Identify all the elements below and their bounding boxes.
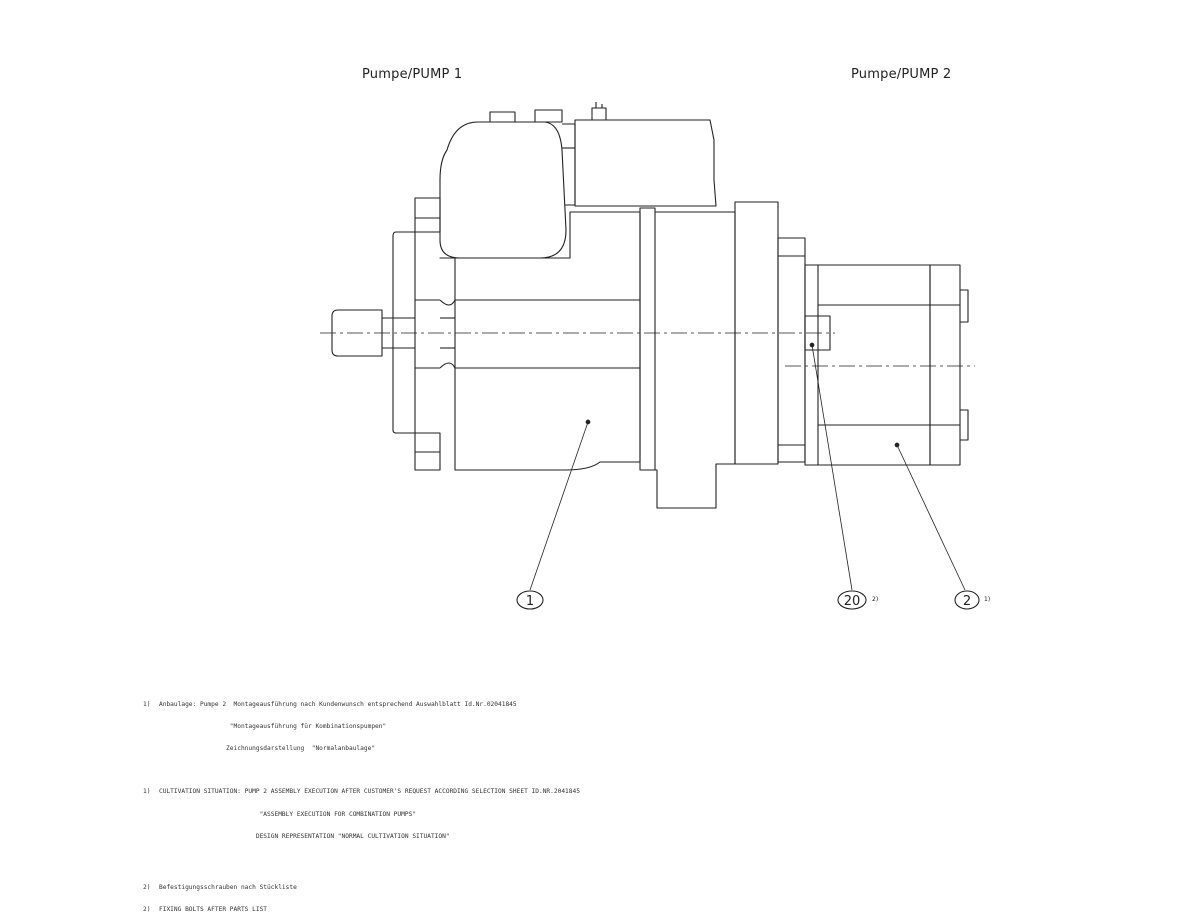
balloon-20: 20 2) <box>837 590 878 610</box>
controller-housing <box>439 102 717 259</box>
leader-lines <box>529 344 966 591</box>
balloon-1-text: 1 <box>526 594 534 609</box>
pump1-body <box>415 211 641 471</box>
note-text: Anbaulage: Pumpe 2 Montageausführung nac… <box>159 700 517 708</box>
note-number: 2) <box>143 883 151 891</box>
footnotes: 1) Anbaulage: Pumpe 2 Montageausführung … <box>143 686 580 921</box>
note-1-en-line2: "ASSEMBLY EXECUTION FOR COMBINATION PUMP… <box>143 811 580 818</box>
leader-dot-20 <box>809 342 815 348</box>
pump-assembly-drawing: 1 20 2) 2 1) <box>320 102 990 610</box>
note-text: "Montageausführung für Kombinationspumpe… <box>159 723 387 731</box>
note-text: "ASSEMBLY EXECUTION FOR COMBINATION PUMP… <box>159 810 417 818</box>
leader-dot-1 <box>585 419 591 425</box>
balloon-20-footnote: 2) <box>872 596 878 603</box>
note-text: Zeichnungsdarstellung "Normalanbaulage" <box>159 745 376 753</box>
note-number: 1) <box>143 700 151 708</box>
note-number: 1) <box>143 788 151 796</box>
balloon-2: 2 1) <box>954 590 990 610</box>
note-1-de: 1) Anbaulage: Pumpe 2 Montageausführung … <box>143 701 580 708</box>
note-2-de: 2) Befestigungsschrauben nach Stückliste <box>143 884 580 891</box>
note-text: DESIGN REPRESENTATION "NORMAL CULTIVATIO… <box>159 832 450 840</box>
note-1-de-line3: Zeichnungsdarstellung "Normalanbaulage" <box>143 745 580 752</box>
balloon-20-text: 20 <box>844 594 861 609</box>
note-2-en: 2) FIXING BOLTS AFTER PARTS LIST <box>143 906 580 913</box>
balloon-1: 1 <box>516 590 544 610</box>
leader-dot-2 <box>894 442 900 448</box>
drive-shaft <box>331 309 415 357</box>
note-1-en-line3: DESIGN REPRESENTATION "NORMAL CULTIVATIO… <box>143 833 580 840</box>
intermediate-housing <box>575 207 736 509</box>
note-text: CULTIVATION SITUATION: PUMP 2 ASSEMBLY E… <box>159 788 580 796</box>
balloon-2-footnote: 1) <box>984 596 990 603</box>
note-number: 2) <box>143 905 151 913</box>
note-text: FIXING BOLTS AFTER PARTS LIST <box>159 905 268 913</box>
pump2-label: Pumpe/PUMP 2 <box>851 67 952 82</box>
note-1-de-line2: "Montageausführung für Kombinationspumpe… <box>143 723 580 730</box>
pump1-label: Pumpe/PUMP 1 <box>362 67 463 82</box>
mounting-flange-pump1 <box>392 197 441 471</box>
balloon-2-text: 2 <box>963 594 971 609</box>
note-1-en: 1) CULTIVATION SITUATION: PUMP 2 ASSEMBL… <box>143 788 580 795</box>
pump2-body <box>804 264 969 466</box>
note-text: Befestigungsschrauben nach Stückliste <box>159 883 297 891</box>
